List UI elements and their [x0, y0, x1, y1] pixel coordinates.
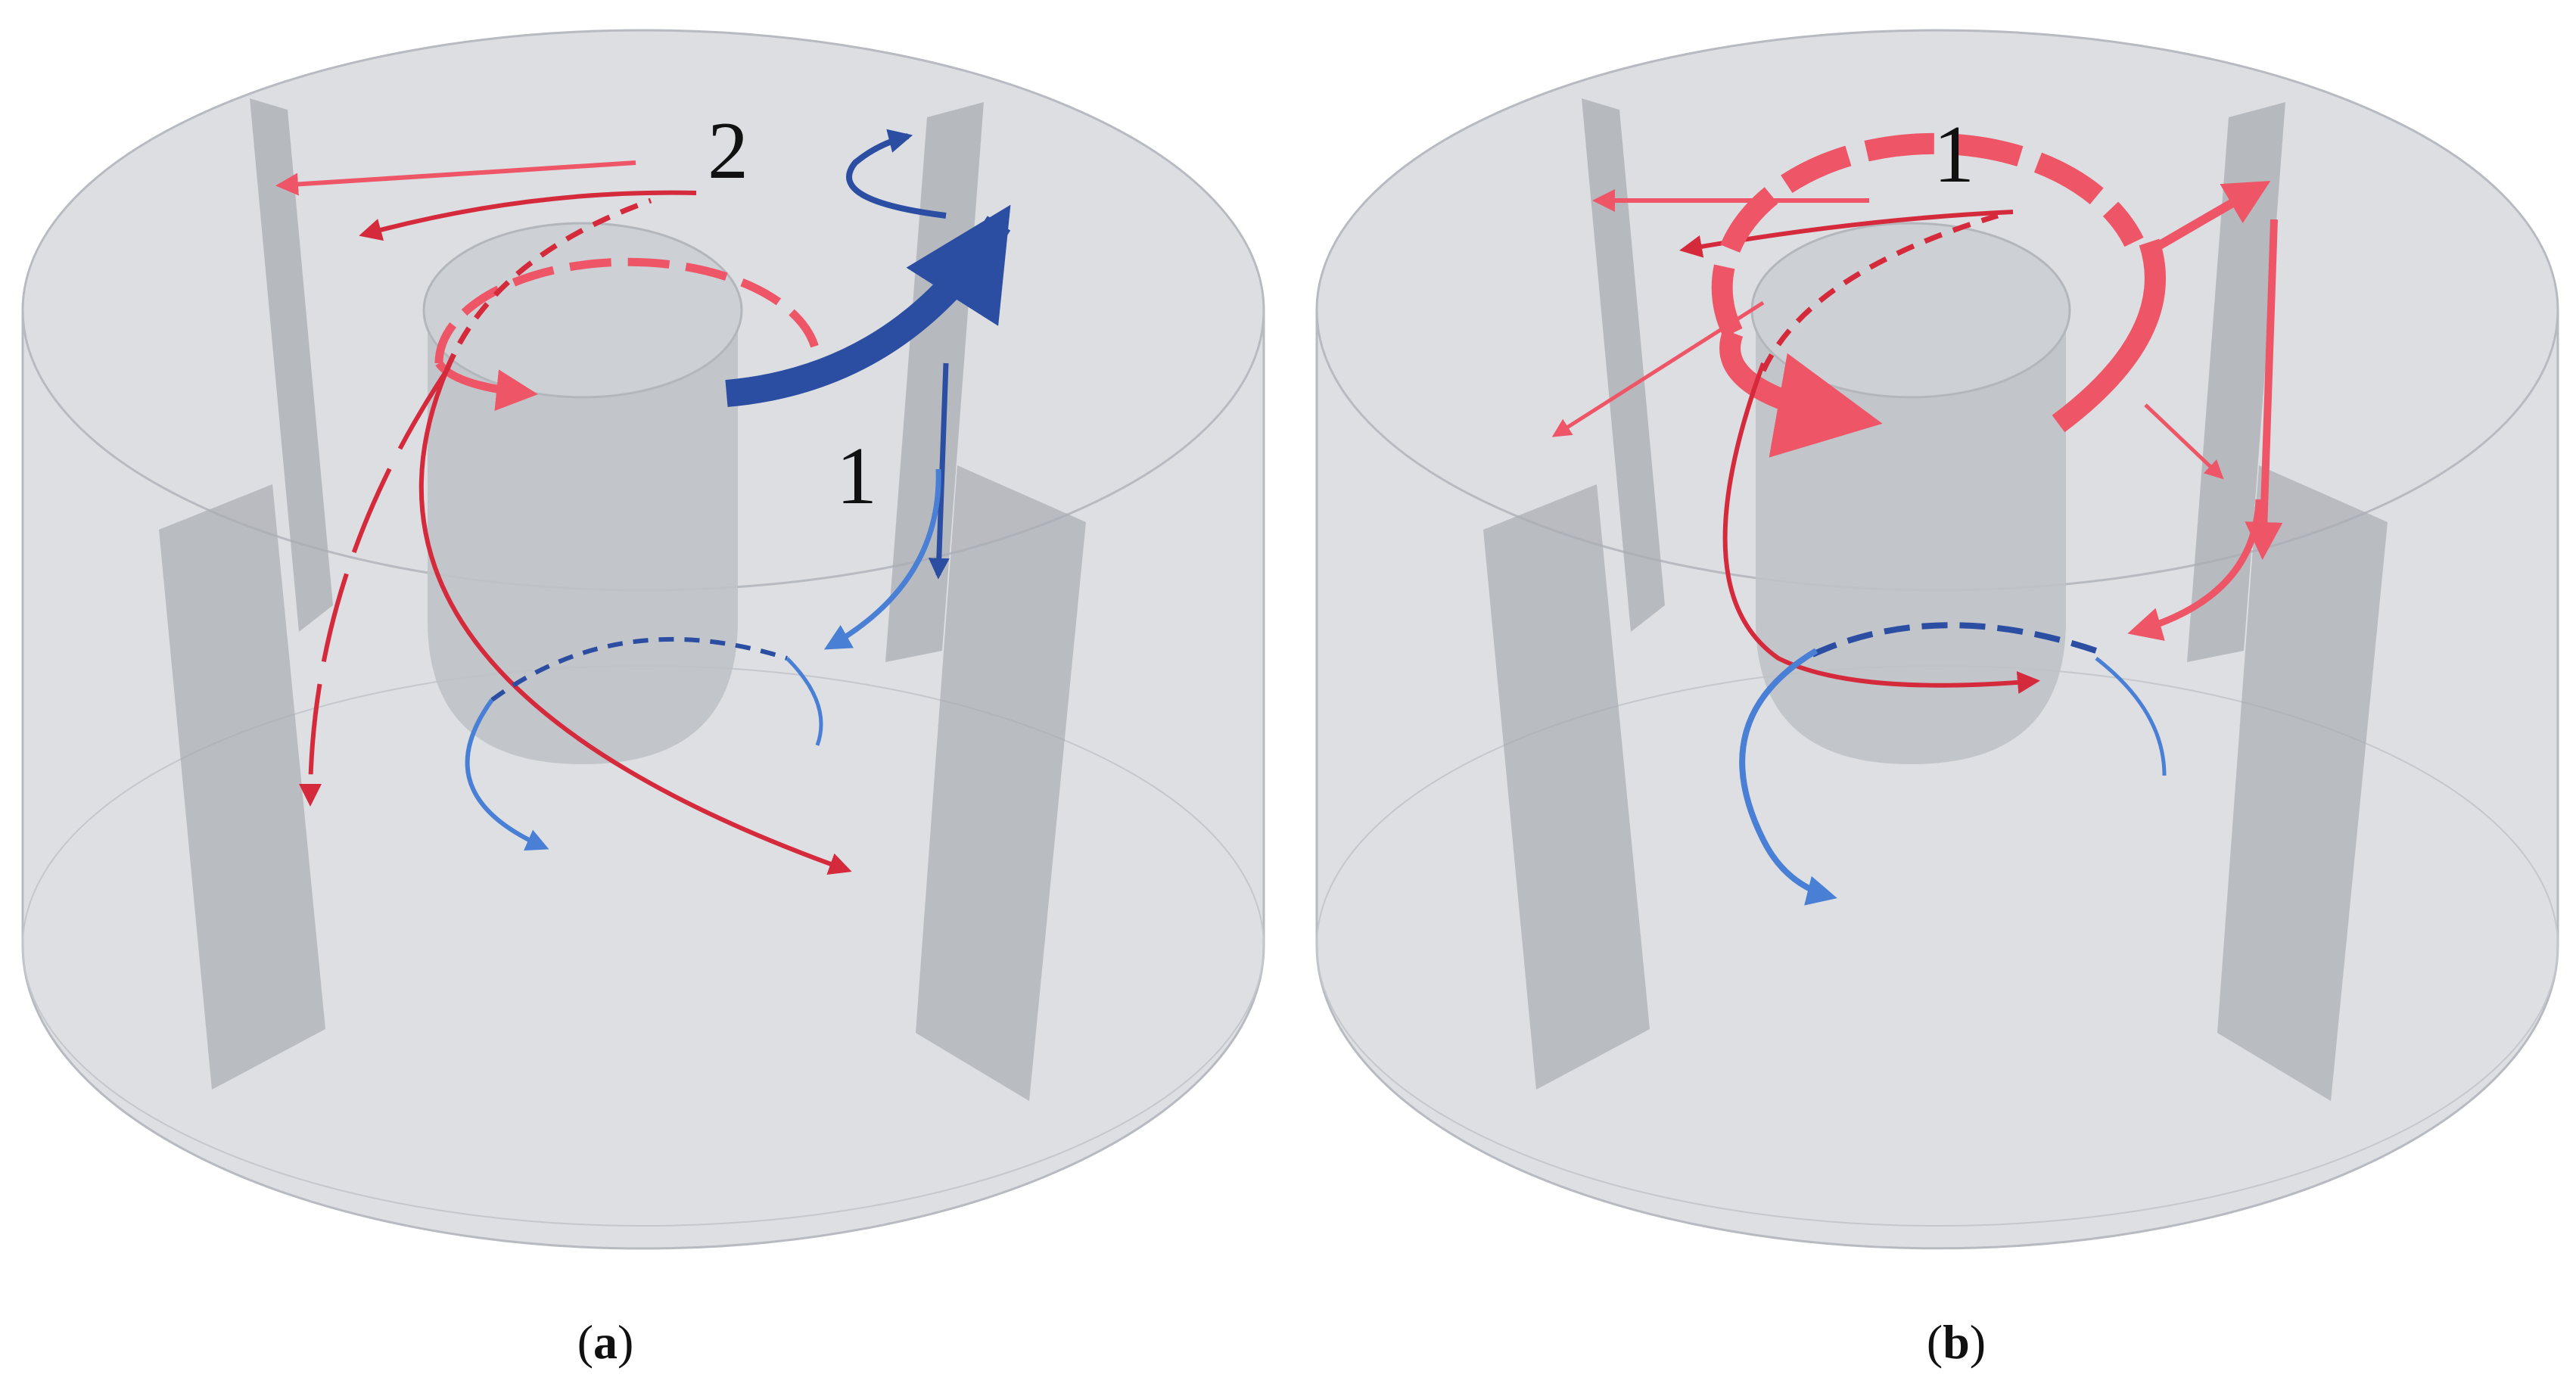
blue-dashed-a: [490, 636, 788, 702]
loop-arc-lower-a: [435, 360, 538, 411]
flow-label-1-b: 1: [1934, 110, 1974, 200]
panel-b: 1: [1315, 29, 2559, 1250]
dashed-inner-a: [443, 197, 652, 372]
loop-right-b: [2052, 238, 2166, 433]
baffle-back-left-a: [250, 98, 333, 632]
arrow-up-right-b: [2142, 180, 2271, 258]
arrow-down-left-a: [299, 369, 449, 807]
swirl-top-blue-a: [846, 129, 947, 219]
arrow-down-blue-a: [928, 362, 950, 580]
blue-lower-a: [465, 698, 549, 851]
arrow-left-down-b: [1551, 300, 1765, 437]
arrow-top-left-a: [275, 160, 636, 196]
baffle-front-left-a: [159, 484, 325, 1090]
arrow-return-b: [2127, 499, 2263, 641]
arrow-circulation-a: [359, 190, 697, 241]
dashed-inner-b: [1760, 213, 1999, 372]
flow-label-2-a: 2: [708, 106, 748, 196]
baffles-b: [1483, 98, 2388, 1101]
baffle-back-right-b: [2187, 102, 2285, 662]
caption-b: (b): [1927, 1315, 1986, 1369]
loop-ring-a: [434, 257, 822, 364]
jet-blue-a: [725, 204, 1011, 407]
blue-dashed-b: [1811, 622, 2098, 658]
blue-lower-right-a: [786, 657, 823, 746]
baffle-front-left-b: [1483, 484, 1650, 1090]
caption-a: (a): [577, 1315, 634, 1369]
arrow-baffle-down-b: [2245, 219, 2283, 560]
flow-arrows-a: [275, 129, 1011, 875]
baffle-front-right-a: [916, 465, 1086, 1101]
blue-lower-b: [1739, 648, 1837, 906]
blue-lower-right-b: [2095, 657, 2167, 776]
flow-arrows-b: [1551, 132, 2283, 906]
baffle-back-left-b: [1582, 98, 1665, 632]
shaft-body-a: [428, 318, 738, 764]
arrow-loop-down-b: [1722, 362, 2040, 694]
arrow-right-down-b: [2144, 403, 2224, 480]
arrow-down-right-a: [418, 369, 852, 875]
loop-ring-b: [1711, 132, 2144, 338]
arrow-back-blue-a: [823, 468, 941, 650]
baffle-front-right-b: [2217, 465, 2388, 1101]
panel-a: 2 1: [21, 29, 1265, 1250]
flow-label-1-a: 1: [836, 431, 877, 521]
